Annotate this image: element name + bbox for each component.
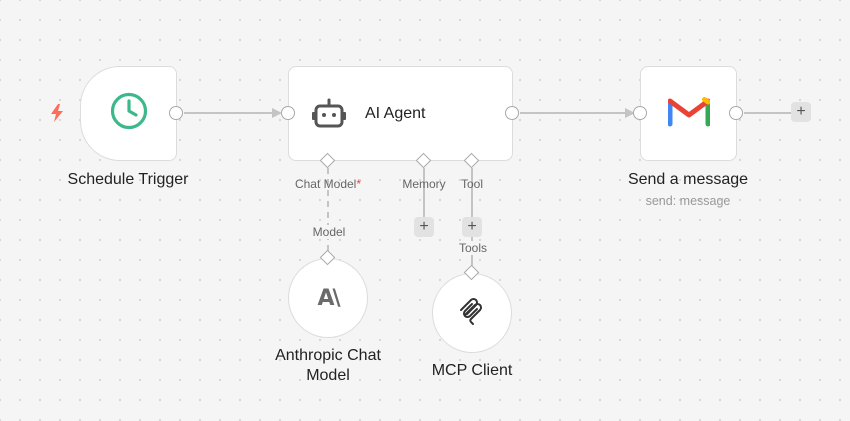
chat-model-port-label: Chat Model*: [294, 177, 362, 191]
schedule-trigger-node[interactable]: [80, 66, 177, 161]
add-memory-button[interactable]: +: [414, 217, 434, 237]
ai-agent-node[interactable]: AI Agent: [288, 66, 513, 161]
add-tool-button[interactable]: +: [462, 217, 482, 237]
model-port-label: Model: [303, 225, 355, 239]
mcp-icon: [457, 296, 487, 331]
arrow-into-agent: [272, 108, 282, 118]
send-message-node[interactable]: [640, 66, 737, 161]
schedule-trigger-label: Schedule Trigger: [67, 171, 189, 188]
anthropic-label: Anthropic Chat Model: [275, 347, 381, 384]
send-message-subtitle: send: message: [645, 194, 731, 208]
anthropic-chat-model-node[interactable]: A\: [288, 258, 368, 338]
arrow-into-gmail: [625, 108, 635, 118]
tools-port-label: Tools: [452, 241, 494, 255]
send-message-input-handle[interactable]: [633, 106, 647, 120]
ai-agent-title: AI Agent: [365, 104, 426, 122]
mcp-client-label: MCP Client: [431, 362, 513, 379]
clock-icon: [109, 91, 149, 136]
trigger-output-handle[interactable]: [169, 106, 183, 120]
add-next-node-button[interactable]: +: [791, 102, 811, 122]
gmail-icon: [667, 95, 710, 132]
mcp-client-node[interactable]: [432, 273, 512, 353]
robot-icon: [311, 97, 347, 131]
anthropic-logo-icon: A\: [317, 285, 340, 311]
ai-agent-output-handle[interactable]: [505, 106, 519, 120]
ai-agent-input-handle[interactable]: [281, 106, 295, 120]
tool-port-label: Tool: [460, 177, 483, 191]
send-message-output-handle[interactable]: [729, 106, 743, 120]
memory-port-label: Memory: [402, 177, 446, 191]
send-message-label: Send a message: [627, 171, 749, 188]
trigger-bolt-icon: [49, 104, 65, 122]
